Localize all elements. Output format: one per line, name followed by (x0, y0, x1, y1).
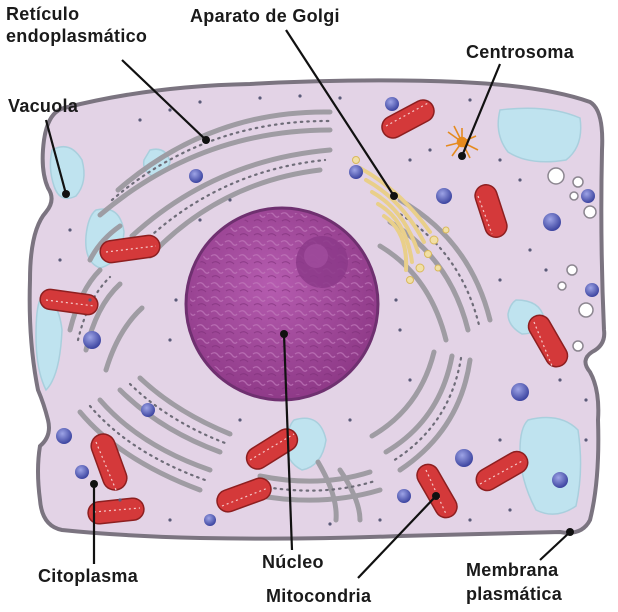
label-mitocondria: Mitocondria (266, 586, 371, 607)
nucleus (186, 208, 378, 400)
label-nucleo: Núcleo (262, 552, 324, 573)
label-centrosoma: Centrosoma (466, 42, 574, 63)
label-reticulo-line2: endoplasmático (6, 26, 147, 47)
label-membrana-line2: plasmática (466, 584, 562, 605)
label-reticulo-line1: Retículo (6, 4, 79, 25)
label-vacuola: Vacuola (8, 96, 78, 117)
label-citoplasma: Citoplasma (38, 566, 138, 587)
label-golgi: Aparato de Golgi (190, 6, 340, 27)
label-membrana-line1: Membrana (466, 560, 558, 581)
